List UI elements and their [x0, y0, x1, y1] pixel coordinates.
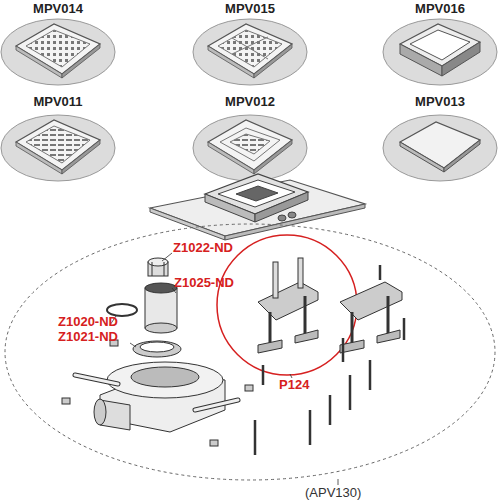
model-number: MPV012 — [225, 94, 275, 109]
part-number: Z1022-ND — [173, 240, 233, 255]
model-number: MPV013 — [415, 94, 465, 109]
part-number: P124 — [279, 377, 309, 392]
model-number: MPV011 — [33, 94, 82, 109]
part-number: (APV130) — [305, 485, 361, 500]
part-number: Z1020-ND — [58, 314, 118, 329]
part-number: Z1025-ND — [174, 275, 234, 290]
model-number: MPV014 — [33, 1, 83, 16]
model-number: MPV015 — [225, 1, 275, 16]
model-number: MPV016 — [415, 1, 465, 16]
part-number: Z1021-ND — [58, 329, 118, 344]
